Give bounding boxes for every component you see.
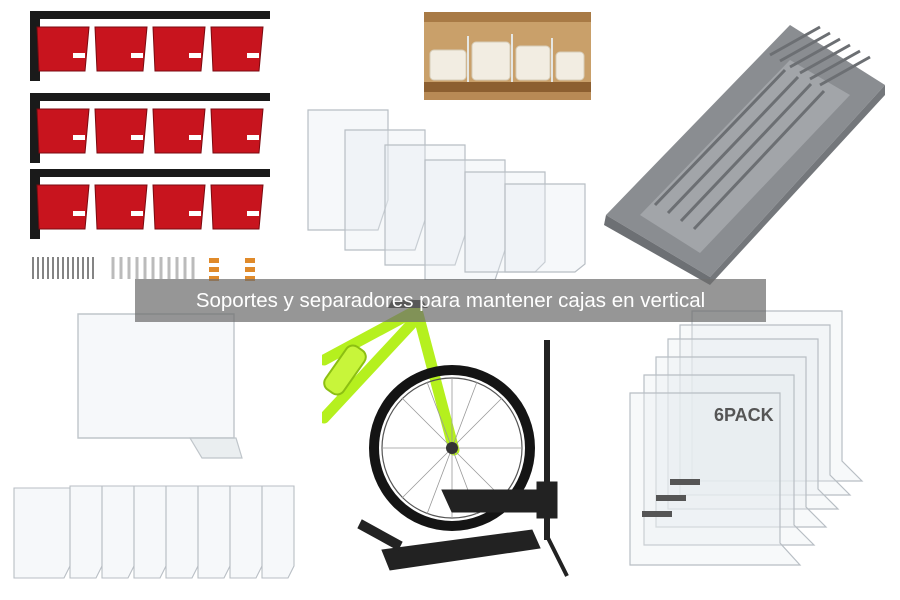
stand-frame	[357, 340, 569, 577]
bin-row-2	[30, 93, 270, 163]
bin-row-3	[30, 169, 270, 239]
caption-banner: Soportes y separadores para mantener caj…	[135, 279, 766, 322]
bin-row-1	[30, 11, 270, 81]
divider-row-image[interactable]	[8, 478, 300, 590]
six-pack-dividers-illustration	[629, 310, 864, 566]
six-pack-dividers-image[interactable]: 6PACK	[622, 305, 892, 590]
knife-organizer-tray-image[interactable]	[600, 15, 890, 285]
shelf-dividers-illustration	[307, 109, 586, 280]
screws-and-anchors	[32, 257, 255, 281]
acrylic-shelf-dividers-image[interactable]	[300, 100, 595, 280]
bicycle-stand-image[interactable]	[322, 300, 582, 595]
divider-row-illustration	[13, 485, 295, 579]
six-pack-label: 6PACK	[714, 405, 774, 425]
single-acrylic-divider-image[interactable]	[70, 308, 250, 466]
caption-text: Soportes y separadores para mantener caj…	[195, 289, 706, 312]
closet-shelf-illustration	[424, 12, 591, 105]
single-divider-illustration	[77, 313, 243, 459]
bicycle-stand-illustration	[322, 300, 569, 577]
wall-bins-illustration	[30, 11, 270, 281]
wall-bins-image[interactable]	[25, 5, 280, 290]
closet-shelf-photo[interactable]	[424, 12, 591, 105]
knife-tray-illustration	[604, 25, 885, 285]
